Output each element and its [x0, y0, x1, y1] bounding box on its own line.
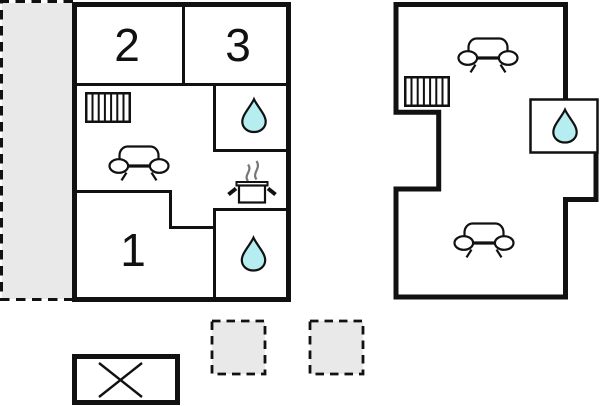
radiator-icon — [404, 76, 450, 107]
outer-wall — [72, 2, 291, 302]
outer-wall — [393, 2, 599, 300]
pot-body — [237, 184, 267, 204]
steam-icon — [245, 163, 251, 182]
terrace-dashed-border — [0, 0, 73, 301]
pot-left-handle — [227, 186, 238, 197]
dashed-plot-area — [210, 319, 267, 376]
radiator-icon — [85, 92, 131, 123]
room-1-label: 1 — [120, 224, 146, 276]
upper-floor-building — [393, 2, 600, 300]
steam-icon — [253, 160, 260, 181]
room1-wall — [72, 190, 216, 229]
terrace-area — [0, 0, 73, 301]
terrace-fill — [2, 3, 72, 299]
room-3-label: 3 — [225, 19, 251, 71]
ground-floor-building: 2 3 1 — [72, 2, 291, 302]
x-marked-box-icon — [72, 354, 180, 405]
interior-walls — [72, 2, 291, 299]
x-box-cross — [98, 362, 143, 398]
room-2-label: 2 — [114, 19, 140, 71]
stove-pot-icon — [227, 160, 277, 204]
dashed-plot-areas — [210, 319, 365, 376]
pot-right-handle — [266, 186, 277, 197]
dashed-plot-area — [308, 319, 365, 376]
x-box-outline — [72, 354, 180, 405]
